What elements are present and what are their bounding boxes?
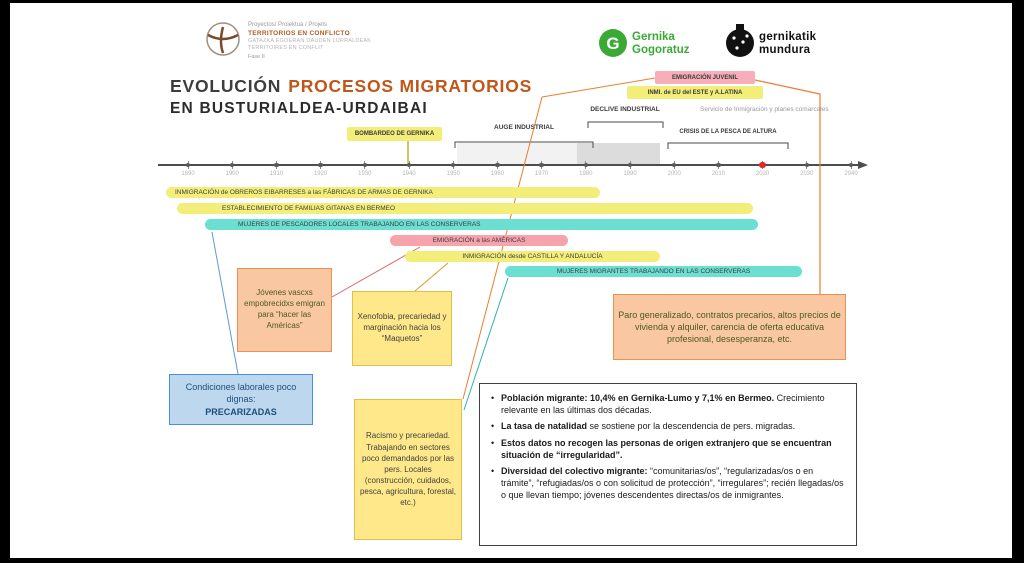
year-label: 1940	[402, 171, 416, 177]
gm-line1: gernikatik	[759, 31, 817, 43]
project-languages: Proyectos/ Proiektua / Projets	[248, 22, 328, 28]
timeline-dot	[185, 162, 191, 168]
timeline-dot	[450, 162, 456, 168]
note-diversidad-colectivo: Diversidad del colectivo migrante: “comu…	[490, 466, 846, 501]
gernikatik-mundura-wordmark: gernikatik mundura	[759, 31, 816, 57]
timeline-dot	[539, 162, 544, 168]
note-poblacion-migrante: Población migrante: 10,4% en Gernika-Lum…	[490, 393, 846, 416]
event-bombardeo: BOMBARDEO DE GERNIKA	[347, 127, 442, 141]
era-bar-label: MUJERES MIGRANTES TRABAJANDO EN LAS CONS…	[556, 268, 751, 275]
timeline-dot	[804, 162, 810, 168]
project-phase: Fase II	[248, 54, 265, 61]
timeline-dot	[406, 162, 412, 168]
gernika-gogoratuz-logo-icon: G	[598, 28, 628, 58]
timeline-dot	[229, 162, 235, 168]
gg-line2: Gogoratuz	[632, 44, 690, 57]
note-bold: La tasa de natalidad	[501, 421, 588, 432]
year-label: 2010	[711, 171, 726, 177]
era-bar-label: INMIGRACIÓN desde CASTILLA Y ANDALUCÍA	[462, 253, 603, 260]
era-bar-mujeres-migrantes: MUJERES MIGRANTES TRABAJANDO EN LAS CONS…	[505, 266, 802, 277]
era-auge-label: AUGE INDUSTRIAL	[494, 124, 554, 131]
title-evolucion: EVOLUCIÓN	[170, 76, 282, 96]
year-label: 1950	[446, 171, 460, 177]
era-bar-label: EMIGRACIÓN a las AMÉRICAS	[432, 237, 526, 244]
era-bar-obreros-eibarreses: INMIGRACIÓN de OBREROS EIBARRESES a las …	[166, 187, 600, 198]
era-crisis-label: CRISIS DE LA PESCA DE ALTURA	[679, 129, 777, 135]
callout-jovenes-vascxs: Jóvenes vascxs empobrecidxs emigran para…	[237, 268, 332, 352]
project-title-fr: TERRITOIRES EN CONFLIT	[248, 44, 324, 51]
gg-line1: Gernika	[632, 31, 675, 43]
year-label: 1960	[490, 171, 505, 177]
timeline-dot	[627, 162, 633, 168]
timeline-dot	[362, 162, 368, 168]
event-bombardeo-label: BOMBARDEO DE GERNIKA	[354, 131, 435, 137]
callout-racismo-precariedad: Racismo y precariedad. Trabajando en sec…	[354, 399, 462, 540]
year-label: 1910	[269, 171, 284, 177]
gm-line2: mundura	[759, 44, 811, 57]
event-emigracion-juvenil-label: EMIGRACIÓN JUVENIL	[671, 74, 738, 81]
callout-text: Racismo y precariedad. Trabajando en sec…	[359, 431, 457, 508]
year-label: 1920	[313, 171, 328, 177]
callout-text: Condiciones laborales poco dignas:	[185, 382, 297, 405]
timeline-dot	[318, 162, 323, 168]
year-label: 1930	[358, 171, 372, 177]
note-datos-irregularidad: Estos datos no recogen las personas de o…	[490, 438, 846, 461]
year-label: 2030	[800, 171, 814, 177]
era-servicio-label: Servicio de Inmigración y planes comarca…	[700, 106, 829, 113]
era-bar-label: ESTABLECIMIENTO DE FAMILIAS GITANAS EN B…	[222, 205, 396, 212]
title-region: EN BUSTURIALDEA-URDAIBAI	[170, 100, 428, 117]
timeline-marker-current	[759, 161, 766, 168]
note-bold: Población migrante: 10,4% en Gernika-Lum…	[501, 393, 775, 403]
timeline-dot	[583, 162, 589, 168]
event-emigracion-juvenil: EMIGRACIÓN JUVENIL	[655, 71, 755, 84]
event-inmigracion-este: INMI. de EU del ESTE y A.LATINA	[627, 86, 763, 99]
year-label: 2020	[755, 171, 770, 177]
year-label: 1970	[534, 171, 549, 177]
gernika-gogoratuz-wordmark: Gernika Gogoratuz	[632, 31, 690, 57]
era-bar-castilla-andalucia: INMIGRACIÓN desde CASTILLA Y ANDALUCÍA	[405, 251, 660, 262]
page-title: EVOLUCIÓN PROCESOS MIGRATORIOS EN BUSTURI…	[170, 76, 532, 118]
note-bold: Estos datos no recogen las personas de o…	[501, 438, 832, 460]
era-bar-label: MUJERES DE PESCADORES LOCALES TRABAJANDO…	[238, 221, 481, 228]
year-label: 2040	[844, 171, 858, 177]
year-label: 1890	[181, 171, 195, 177]
timeline-dot	[848, 162, 854, 168]
timeline-dot	[495, 162, 500, 168]
era-bar-label: INMIGRACIÓN de OBREROS EIBARRESES a las …	[175, 189, 433, 196]
callout-paro-generalizado: Paro generalizado, contratos precarios, …	[613, 294, 846, 360]
svg-text:G: G	[606, 34, 619, 53]
territorios-project-text: Proyectos/ Proiektua / Projets TERRITORI…	[248, 22, 428, 61]
year-label: 2000	[667, 171, 681, 177]
callout-condiciones-laborales: Condiciones laborales poco dignas: PRECA…	[169, 374, 313, 425]
callout-emphasis: PRECARIZADAS	[205, 406, 277, 417]
migration-data-notes: Población migrante: 10,4% en Gernika-Lum…	[479, 383, 857, 546]
project-title: TERRITORIOS EN CONFLICTO	[248, 29, 350, 37]
gernikatik-mundura-logo-icon	[722, 22, 758, 60]
timeline-dot	[671, 162, 677, 168]
year-label: 1980	[579, 171, 593, 177]
note-rest: se sostiene por la descendencia de pers.…	[587, 421, 796, 432]
title-procesos: PROCESOS MIGRATORIOS	[288, 76, 533, 96]
timeline-dot	[716, 162, 721, 168]
era-bar-mujeres-pescadores: MUJERES DE PESCADORES LOCALES TRABAJANDO…	[205, 219, 758, 230]
project-title-eu: GATAZKA EGOERAN DAUDEN LURRALDEAK	[248, 37, 372, 44]
year-label: 1900	[225, 171, 239, 177]
era-bar-emigracion-americas: EMIGRACIÓN a las AMÉRICAS	[390, 235, 568, 246]
era-declive-label: DECLIVE INDUSTRIAL	[590, 106, 660, 113]
callout-xenofobia: Xenofobia, precariedad y marginación hac…	[352, 291, 452, 366]
event-inmigracion-este-label: INMI. de EU del ESTE y A.LATINA	[647, 89, 743, 96]
territorios-en-conflicto-logo-icon	[202, 18, 244, 60]
note-tasa-natalidad: La tasa de natalidad se sostiene por la …	[490, 421, 846, 433]
callout-text: Jóvenes vascxs empobrecidxs emigran para…	[244, 288, 325, 330]
timeline-dot	[274, 162, 279, 168]
era-bar-familias-gitanas: ESTABLECIMIENTO DE FAMILIAS GITANAS EN B…	[177, 203, 753, 214]
note-rest: “comunitarias/os”, “regularizadas/os o e…	[501, 466, 844, 500]
callout-text: Xenofobia, precariedad y marginación hac…	[357, 312, 447, 343]
note-rest: Crecimiento relevante en las últimas dos…	[501, 393, 825, 415]
year-label: 1990	[623, 171, 637, 177]
note-bold: Diversidad del colectivo migrante:	[501, 466, 648, 477]
callout-text: Paro generalizado, contratos precarios, …	[618, 309, 841, 345]
